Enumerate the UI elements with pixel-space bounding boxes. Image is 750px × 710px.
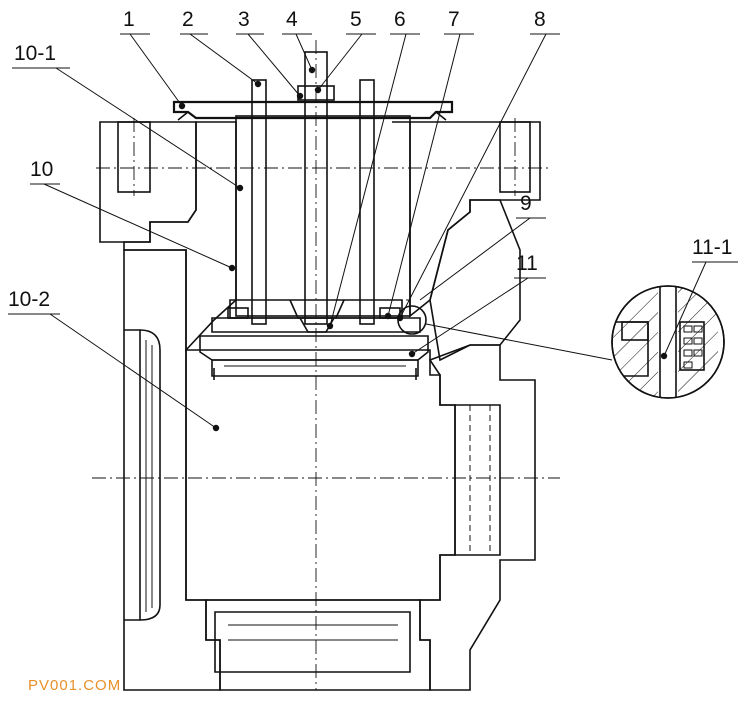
valve-body-section (99, 121, 541, 691)
label-9: 9 (520, 192, 532, 215)
label-11: 11 (516, 252, 538, 275)
watermark-text: PV001.COM (28, 677, 121, 694)
detail-view-circle (611, 285, 725, 399)
label-1: 1 (123, 8, 135, 31)
label-10-1: 10-1 (14, 42, 56, 65)
outlet-port (455, 404, 501, 556)
label-10: 10 (30, 158, 53, 181)
label-10-2: 10-2 (8, 288, 50, 311)
part-labels: 1 2 3 4 5 6 7 8 9 10 10-1 10-2 11 11-1 (8, 8, 732, 311)
label-7: 7 (448, 8, 460, 31)
upper-chamber (235, 115, 411, 317)
central-stem (297, 40, 335, 690)
inner-cavity (185, 349, 456, 601)
label-11-1: 11-1 (692, 236, 732, 259)
left-channel (124, 329, 161, 621)
label-4: 4 (286, 8, 298, 31)
label-3: 3 (238, 8, 250, 31)
guide-rods (251, 79, 375, 325)
seat-assembly (199, 299, 429, 380)
flange-bolt-holes (117, 118, 531, 196)
label-6: 6 (394, 8, 406, 31)
label-2: 2 (182, 8, 194, 31)
leader-dots (178, 66, 668, 432)
detail-leader-line (425, 323, 613, 361)
label-5: 5 (350, 8, 362, 31)
leader-lines (8, 33, 738, 429)
label-8: 8 (534, 8, 546, 31)
top-cover-plate (172, 100, 454, 121)
